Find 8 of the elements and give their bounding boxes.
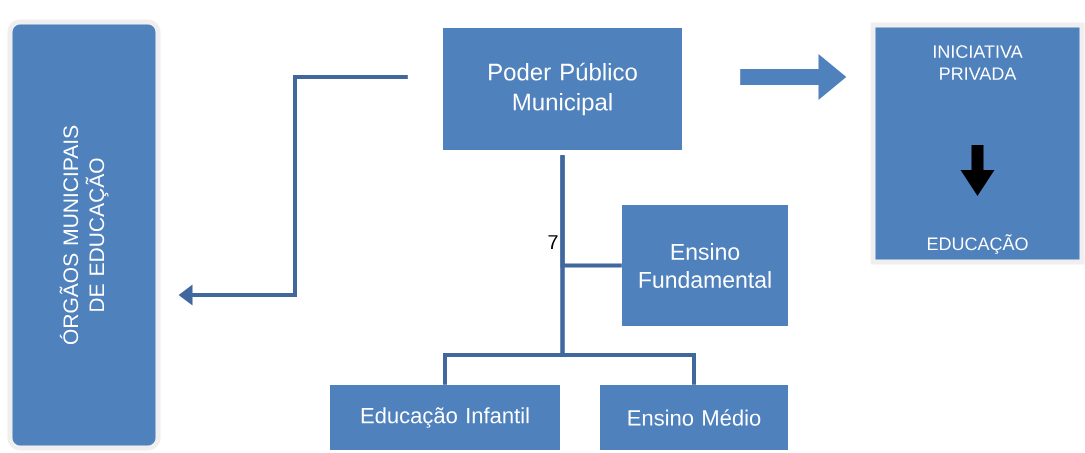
process-box: Poder Público Municipal (443, 28, 682, 150)
process-box: Ensino Fundamental (622, 205, 788, 326)
number-label: 7 (548, 235, 558, 249)
process-box: Ensino Médio (600, 385, 788, 450)
tree-connector (560, 155, 696, 385)
process-box: INICIATIVA PRIVADA EDUCAÇÃO (870, 22, 1085, 265)
process-box: Educação Infantil (330, 385, 560, 450)
rotated-box: ÓRGÃOS MUNICIPAIS DE EDUCAÇÃO (7, 19, 161, 451)
